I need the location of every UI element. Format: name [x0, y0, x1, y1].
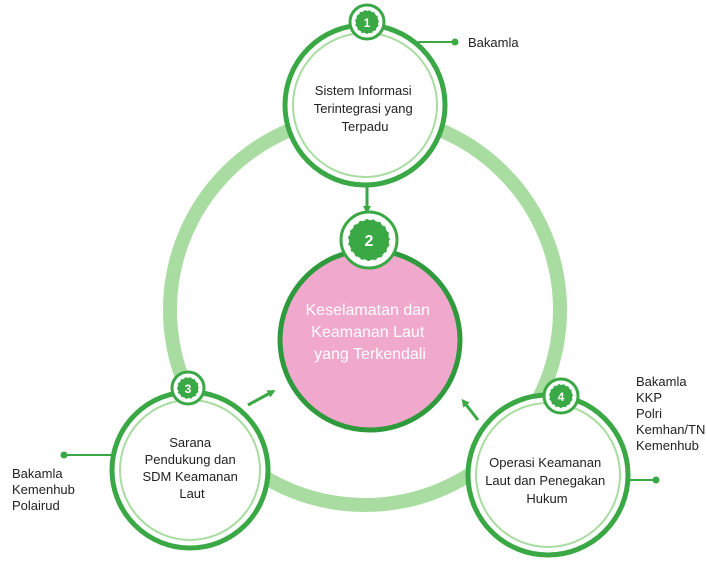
- center-node-label: Keselamatan dan Keamanan Laut yang Terke…: [306, 302, 435, 363]
- left-node: Sarana Pendukung dan SDM Keamanan Laut: [109, 389, 271, 551]
- callout-left: Bakamla Kemenhub Polairud: [12, 451, 118, 513]
- center-badge: 2: [339, 210, 399, 270]
- callout-right-label: Bakamla KKP Polri Kemhan/TNI Kemenhub: [636, 374, 706, 453]
- right-badge: 4: [542, 377, 580, 415]
- top-badge-number: 1: [364, 16, 371, 30]
- center-badge-number: 2: [365, 233, 374, 250]
- center-node: Keselamatan dan Keamanan Laut yang Terke…: [277, 247, 463, 433]
- left-node-label: Sarana Pendukung dan SDM Keamanan Laut: [142, 435, 241, 501]
- callout-top: Bakamla: [418, 35, 519, 50]
- right-node: Operasi Keamanan Laut dan Penegakan Huku…: [465, 392, 631, 558]
- callout-right: Bakamla KKP Polri Kemhan/TNI Kemenhub: [618, 374, 706, 484]
- top-badge: 1: [348, 3, 386, 41]
- callout-top-label: Bakamla: [468, 35, 519, 50]
- left-badge: 3: [170, 370, 206, 406]
- top-node: Sistem Informasi Terintegrasi yang Terpa…: [282, 22, 448, 188]
- right-node-label: Operasi Keamanan Laut dan Penegakan Huku…: [485, 455, 609, 506]
- callout-left-label: Bakamla Kemenhub Polairud: [12, 466, 79, 513]
- top-node-label: Sistem Informasi Terintegrasi yang Terpa…: [314, 83, 417, 134]
- arrow-left-to-center: [247, 390, 276, 407]
- left-badge-number: 3: [185, 382, 192, 396]
- right-badge-number: 4: [558, 390, 565, 404]
- arrow-right-to-center: [461, 398, 480, 421]
